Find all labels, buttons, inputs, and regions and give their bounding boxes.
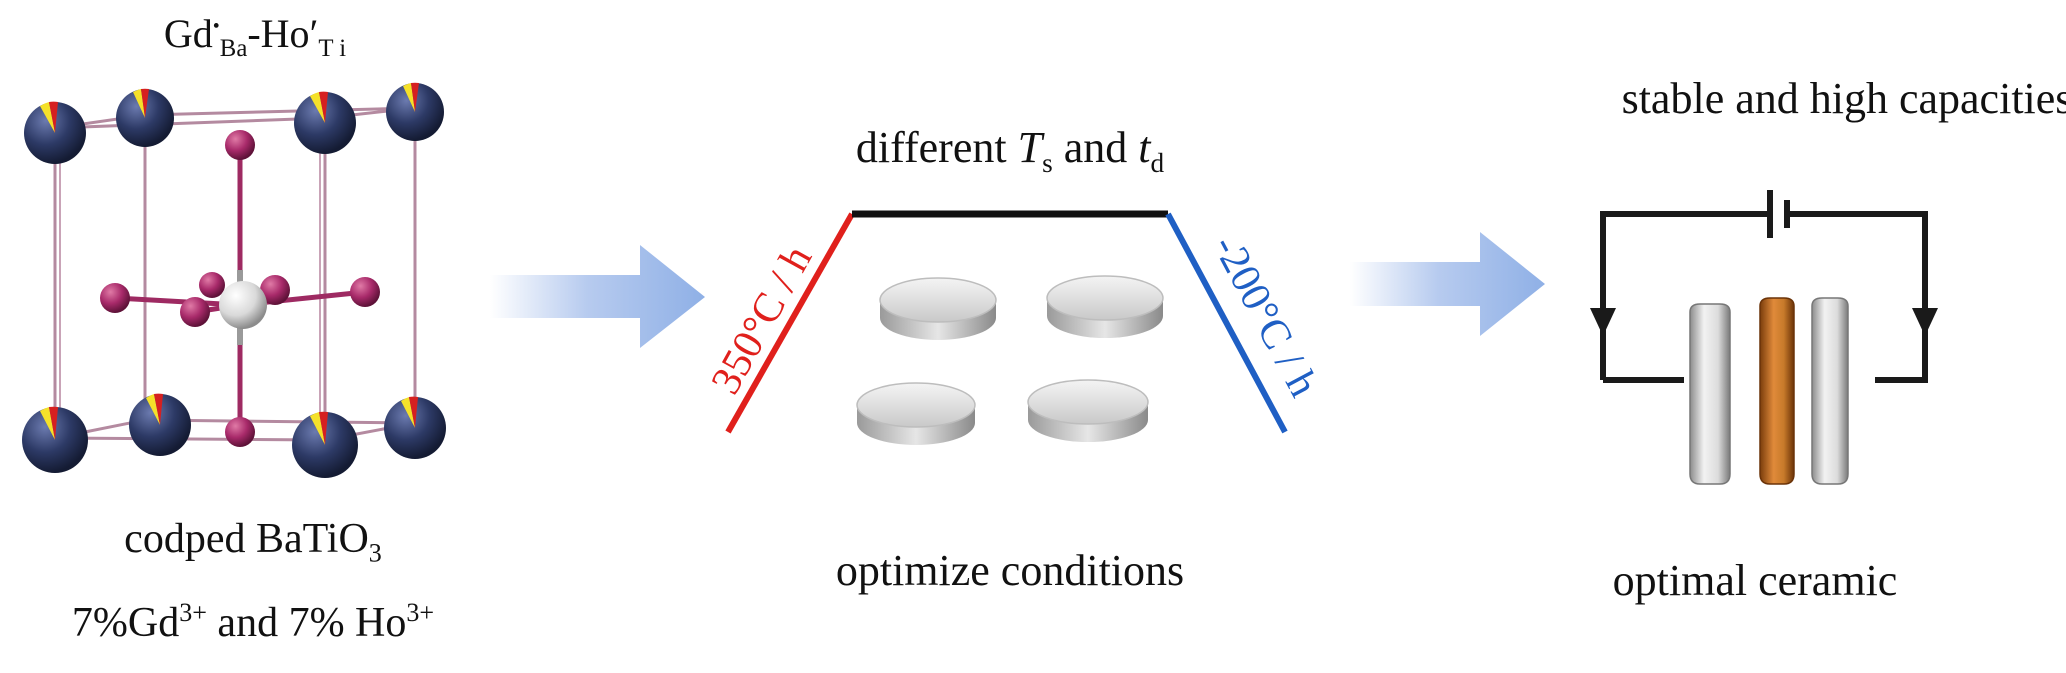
cooling-ramp-line bbox=[1165, 212, 1288, 434]
ceramic-disks bbox=[856, 275, 1164, 445]
barium-atoms bbox=[22, 82, 446, 478]
current-arrow-icons bbox=[1590, 308, 1938, 336]
optimize-conditions-caption: optimize conditions bbox=[835, 546, 1185, 595]
sintering-conditions-header: different Ts and td bbox=[855, 123, 1165, 178]
capacities-header: stable and high capacities bbox=[1621, 74, 2066, 123]
capacitor-assembly bbox=[1689, 297, 1849, 485]
doping-label: 7%Gd3+ and 7% Ho3+ bbox=[71, 598, 435, 646]
material-label: codped BaTiO3 bbox=[124, 516, 382, 568]
optimal-ceramic-caption: optimal ceramic bbox=[1612, 556, 1898, 605]
defect-label: Gd•Ba-Ho′T i bbox=[163, 11, 347, 62]
oxygen-atoms bbox=[100, 130, 380, 447]
ti-atom bbox=[219, 281, 267, 329]
process-arrow-2 bbox=[1350, 232, 1545, 336]
process-arrow-1 bbox=[490, 245, 705, 348]
battery-icon bbox=[1767, 190, 1790, 238]
heating-ramp-line bbox=[725, 212, 855, 434]
